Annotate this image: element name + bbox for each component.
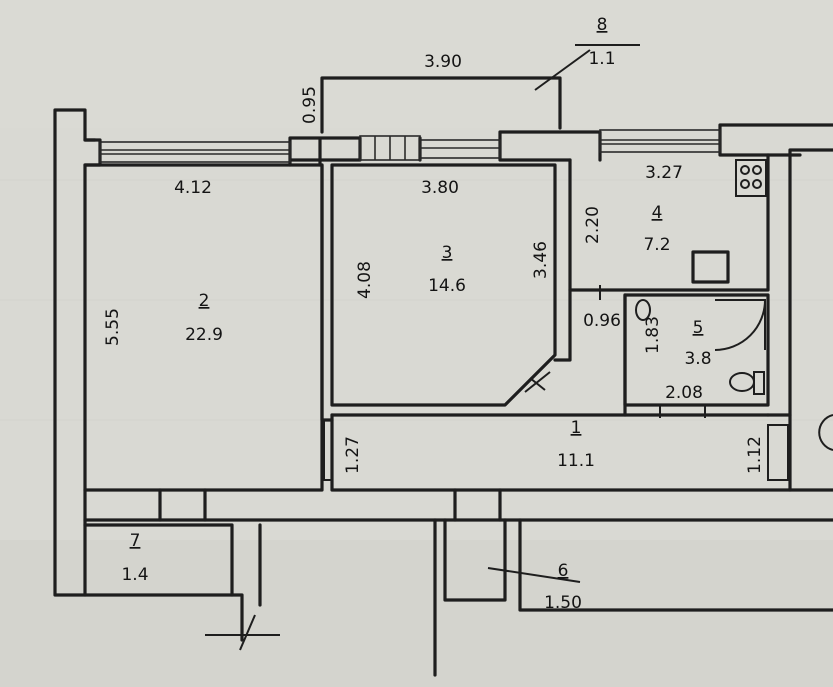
room-6-number: 6 [558, 561, 569, 581]
room-3-number: 3 [442, 243, 453, 263]
room-4-walls [568, 153, 770, 300]
room4-depth-dim: 2.20 [583, 206, 603, 244]
balcony-8 [320, 44, 640, 134]
passage-width-dim: 0.96 [583, 311, 621, 331]
washbasin-icon [635, 299, 651, 321]
room-7-number: 7 [130, 531, 141, 551]
room2-length-dim: 5.55 [103, 308, 123, 346]
room-4-number: 4 [652, 203, 663, 223]
stove-icon [735, 159, 767, 197]
room5-depth-dim: 1.83 [643, 316, 663, 354]
room4-width-dim: 3.27 [645, 163, 683, 183]
dimension-labels: 4.12 5.55 3.80 4.08 3.46 3.27 2.20 0.96 … [103, 52, 765, 474]
room-5-number: 5 [693, 318, 704, 338]
room-2-number: 2 [199, 291, 210, 311]
room-8-number: 8 [597, 15, 608, 35]
room5-width-dim: 2.08 [665, 383, 703, 403]
room-1-area: 11.1 [557, 451, 595, 471]
hall-right-dim: 1.12 [745, 436, 765, 474]
room-5-area: 3.8 [684, 349, 711, 369]
room-4-area: 7.2 [643, 235, 670, 255]
room3-width-dim: 3.80 [421, 178, 459, 198]
room-3-area: 14.6 [428, 276, 466, 296]
room-8-area: 1.1 [588, 49, 615, 69]
room-1-walls [323, 148, 833, 492]
room-6-area: 1.50 [544, 593, 582, 613]
room-2-area: 22.9 [185, 325, 223, 345]
room3-right-dim: 3.46 [531, 241, 551, 279]
windows [99, 129, 721, 163]
balcony-width-dim: 3.90 [424, 52, 462, 72]
lower-walls [83, 488, 833, 677]
room-labels: 1 11.1 2 22.9 3 14.6 4 7.2 5 3.8 6 1.50 … [121, 15, 711, 613]
hall-left-dim: 1.27 [343, 436, 363, 474]
room3-left-dim: 4.08 [355, 261, 375, 299]
room-1-number: 1 [571, 418, 582, 438]
room-7-area: 1.4 [121, 565, 148, 585]
room2-width-dim: 4.12 [174, 178, 212, 198]
sink-icon [691, 250, 730, 284]
balcony-depth-dim: 0.95 [300, 86, 320, 124]
shower-icon [714, 299, 766, 351]
